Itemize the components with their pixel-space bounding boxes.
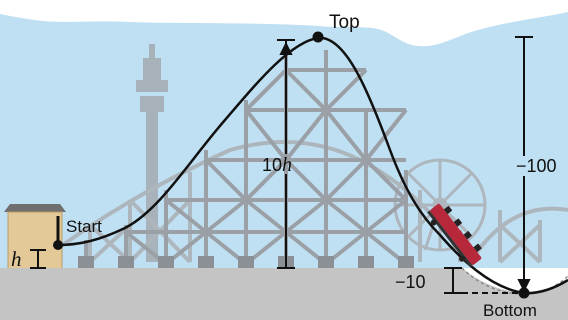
dimension-10h	[277, 39, 295, 269]
dimension-h	[30, 249, 46, 269]
coaster-track	[57, 36, 568, 295]
coaster-car	[427, 203, 482, 268]
minus-10-label: −10	[395, 272, 426, 292]
minus-100-label: −100	[516, 156, 557, 176]
footings	[78, 256, 414, 268]
bottom-label: Bottom	[483, 301, 537, 320]
bottom-point	[518, 287, 530, 299]
top-label: Top	[329, 12, 360, 33]
h-label: h	[11, 247, 22, 271]
start-point	[53, 240, 63, 250]
ten-h-coefficient: 10	[262, 155, 282, 175]
ten-h-label: 10h	[262, 154, 292, 176]
start-label: Start	[66, 217, 102, 236]
ten-h-variable: h	[282, 154, 292, 176]
dimension-minus-100	[515, 36, 533, 293]
cloud	[0, 0, 568, 47]
station-building	[4, 204, 66, 271]
ground	[0, 268, 568, 320]
dimension-minus-10	[444, 267, 518, 294]
top-point	[312, 31, 324, 43]
